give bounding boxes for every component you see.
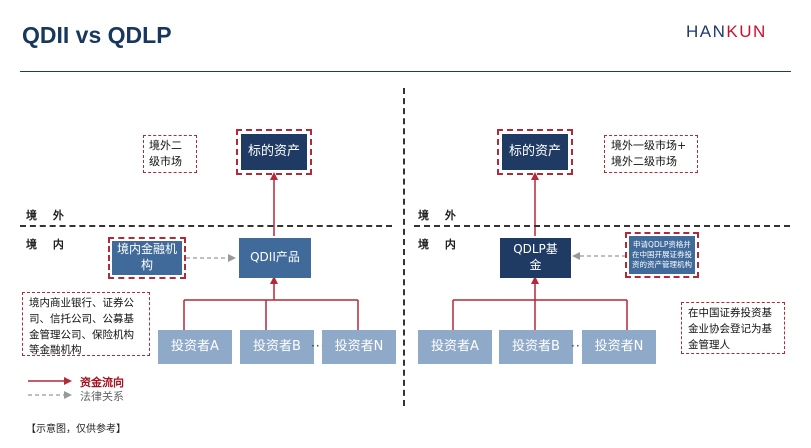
legend-fund-flow-label: 资金流向	[80, 376, 124, 389]
qdlp-investor-a: 投资者A	[418, 330, 492, 364]
footnote: 【示意图，仅供参考】	[26, 424, 126, 435]
hankun-logo: HANKUN	[686, 22, 767, 42]
qdlp-investor-b: 投资者B	[499, 330, 573, 364]
logo-text-kun: KUN	[726, 22, 767, 41]
qdii-institution-frame: 境内金融机构	[108, 237, 186, 279]
qdii-investor-n: 投资者N	[322, 330, 396, 364]
qdlp-zone-overseas: 境 外	[418, 209, 462, 222]
qdii-target-asset: 标的资产	[241, 134, 307, 170]
qdlp-investor-n: 投资者N	[582, 330, 656, 364]
qdii-overseas-market-note: 境外二级市场	[143, 135, 197, 173]
qdii-investor-b: 投资者B	[240, 330, 314, 364]
qdlp-applicant-frame: 申请QDLP资格并在中国开展证券投资的资产管理机构	[625, 232, 699, 278]
qdlp-fund: QDLP基金	[500, 238, 571, 278]
qdii-institution-note: 境内商业银行、证券公司、信托公司、公募基金管理公司、保险机构等金融机构	[22, 292, 150, 356]
qdlp-target-asset-frame: 标的资产	[497, 129, 573, 175]
logo-text-han: HAN	[686, 22, 727, 41]
qdlp-investor-ellipsis: ···	[571, 339, 586, 353]
qdlp-overseas-market-note: 境外一级市场+ 境外二级市场	[604, 135, 698, 173]
qdii-zone-overseas: 境 外	[26, 209, 70, 222]
qdii-domestic-institution: 境内金融机构	[112, 241, 182, 275]
qdii-zone-domestic: 境 内	[26, 238, 70, 251]
qdii-product: QDII产品	[239, 238, 311, 278]
qdlp-target-asset: 标的资产	[502, 134, 568, 170]
qdii-investor-a: 投资者A	[158, 330, 232, 364]
legend-legal-relation-label: 法律关系	[80, 390, 124, 403]
header-rule	[20, 71, 791, 72]
center-divider	[403, 88, 405, 406]
qdlp-zone-domestic: 境 内	[418, 238, 462, 251]
qdlp-applicant: 申请QDLP资格并在中国开展证券投资的资产管理机构	[629, 236, 695, 274]
qdii-border-line	[20, 225, 392, 227]
qdlp-border-line	[414, 225, 790, 227]
qdlp-registration-note: 在中国证券投资基金业协会登记为基金管理人	[681, 302, 785, 354]
qdlp-market-note-line-1: 境外一级市场+	[611, 139, 687, 152]
page-title: QDII vs QDLP	[22, 22, 172, 48]
qdii-target-asset-frame: 标的资产	[236, 129, 312, 175]
qdlp-market-note-line-2: 境外二级市场	[611, 154, 677, 168]
qdii-investor-ellipsis: ···	[311, 339, 326, 353]
